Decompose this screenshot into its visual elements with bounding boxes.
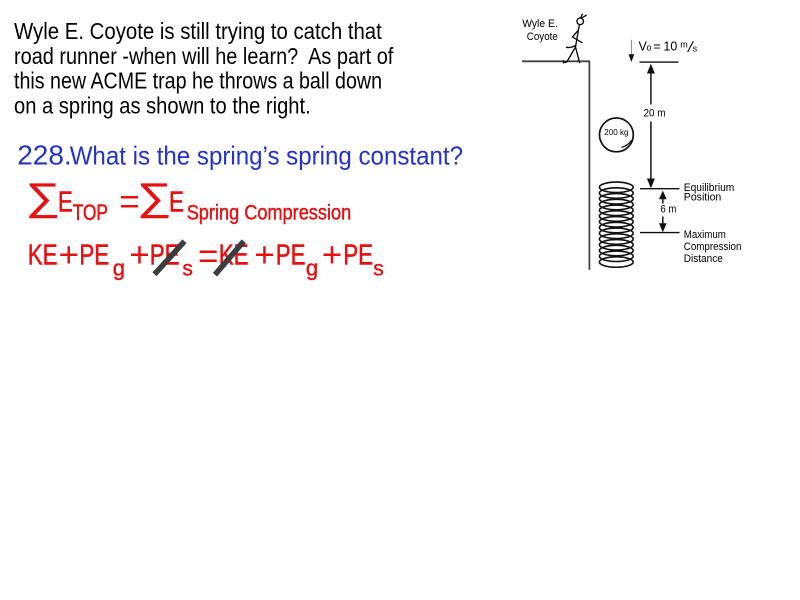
svg-text:Maximum: Maximum [684,229,726,241]
svg-text:Spring Compression: Spring Compression [187,201,351,225]
svg-text:6 m: 6 m [660,204,676,216]
svg-text:E: E [58,187,73,218]
svg-text:KE: KE [28,240,58,271]
svg-text:20 m: 20 m [644,108,666,120]
svg-text:m: m [680,40,688,50]
svg-text:PE: PE [343,240,373,271]
svg-text:200 kg: 200 kg [604,127,629,137]
svg-text:s: s [693,44,698,54]
svg-text:Coyote: Coyote [527,31,558,43]
svg-text:What is the spring’s spring co: What is the spring’s spring constant? [70,141,463,171]
svg-text:V: V [639,40,648,54]
svg-text:PE: PE [79,240,109,271]
svg-text:g: g [306,256,318,281]
svg-text:g: g [113,256,125,281]
svg-text:s: s [182,258,193,281]
svg-text:E: E [169,187,184,218]
svg-text:Distance: Distance [684,253,723,265]
svg-text:Compression: Compression [684,241,742,253]
svg-text:10: 10 [663,40,677,54]
svg-text:on a spring as shown to the ri: on a spring as shown to the right. [14,93,311,119]
svg-text:=: = [119,182,139,221]
svg-text:Equilibrium: Equilibrium [684,182,735,194]
svg-text:Wyle E.: Wyle E. [522,18,558,30]
svg-text:this new ACME trap he throws a: this new ACME trap he throws a ball down [14,68,382,94]
svg-text:∑: ∑ [26,176,60,219]
svg-text:Position: Position [684,191,722,203]
svg-text:=: = [653,40,660,54]
svg-text:+: + [254,236,274,275]
svg-text:228.: 228. [17,140,71,171]
svg-text:+: + [59,236,79,275]
svg-text:∑: ∑ [137,176,171,219]
svg-text:TOP: TOP [73,201,108,226]
svg-text:+: + [129,236,149,275]
svg-text:PE: PE [276,240,306,271]
svg-text:=: = [198,237,218,276]
svg-text:o: o [647,43,652,53]
svg-text:s: s [373,258,384,281]
svg-text:road runner -when will he lear: road runner -when will he learn? As part… [14,43,394,69]
svg-text:+: + [322,236,342,275]
svg-text:Wyle E. Coyote is still trying: Wyle E. Coyote is still trying to catch … [14,18,382,44]
